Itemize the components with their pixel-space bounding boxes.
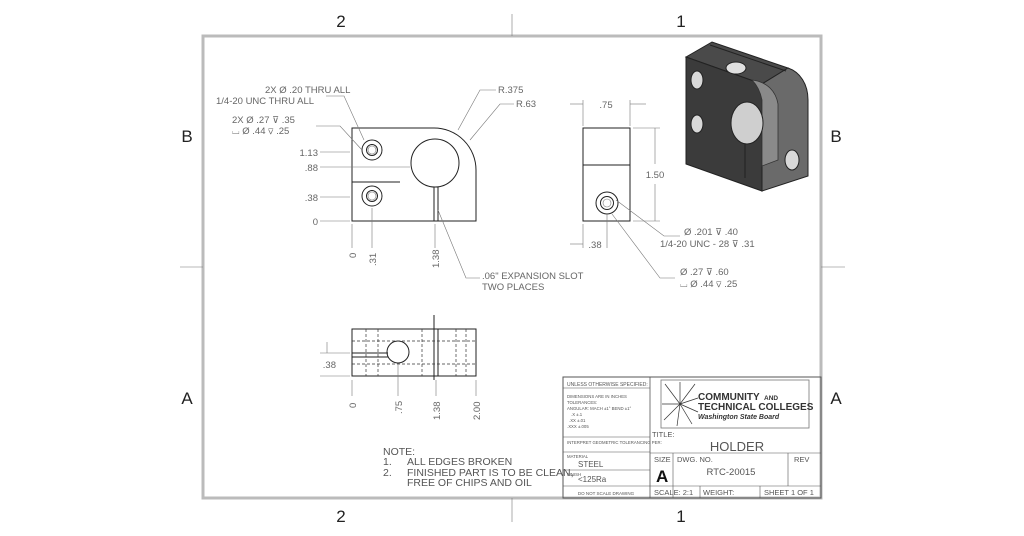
leader-hole-b: [316, 125, 363, 151]
tb-weight: WEIGHT:: [703, 488, 734, 497]
dim-top-h-200: 2.00: [472, 402, 483, 421]
logo-starburst-icon: [662, 382, 699, 427]
note-2a: FINISHED PART IS TO BE CLEAN,: [407, 467, 574, 479]
tb-do-not-scale: DO NOT SCALE DRAWING: [578, 491, 635, 496]
title-block: [562, 376, 822, 499]
dim-front-h-31: .31: [368, 253, 379, 266]
note-r63: R.63: [516, 99, 536, 110]
zone-col-2-top: 2: [336, 12, 345, 31]
dim-top-h-0: 0: [348, 403, 359, 408]
notes-heading: NOTE:: [383, 446, 415, 458]
tb-tol: TOLERANCES:: [567, 400, 597, 405]
zone-row-b-right: B: [830, 127, 841, 146]
tb-interpret: INTERPRET GEOMETRIC TOLERANCING PER:: [567, 440, 662, 445]
dim-side-height: 1.50: [646, 170, 665, 181]
dim-top-h-138: 1.38: [432, 402, 443, 421]
note-hole-b-1: 2X Ø .27 ⊽ .35: [232, 115, 295, 126]
dim-side-x: .38: [588, 240, 601, 251]
logo-frame: [660, 379, 810, 429]
note-hole-b-2: ⌴ Ø .44 ⊽ .25: [232, 126, 289, 137]
logo-and: AND: [764, 395, 778, 402]
logo-line2: TECHNICAL COLLEGES: [698, 402, 814, 413]
front-hole-lower: [361, 185, 383, 207]
zone-col-1-top: 1: [676, 12, 685, 31]
top-hole: [386, 340, 410, 364]
tb-size: A: [656, 467, 668, 486]
tb-angular: ANGULAR: MACH ±1° BEND ±1°: [567, 406, 632, 411]
dim-front-v-113: 1.13: [300, 148, 319, 159]
side-view-outline: [582, 127, 631, 222]
tb-finish-label: FINISH: [567, 472, 581, 477]
tb-material-label: MATERIAL: [567, 454, 589, 459]
side-view: [570, 100, 680, 279]
tb-dims-in: DIMENSIONS ARE IN INCHES: [567, 394, 627, 399]
tb-tol-xxx: .XXX ±.005: [567, 424, 589, 429]
note-side-hole-1: Ø .201 ⊽ .40: [684, 227, 738, 238]
note-side-cb-1: Ø .27 ⊽ .60: [680, 267, 729, 278]
note-slot-2: TWO PLACES: [482, 282, 544, 293]
tb-dwg-label: DWG. NO.: [677, 455, 713, 464]
tb-title: HOLDER: [710, 439, 764, 454]
dim-side-width: .75: [599, 100, 612, 111]
zone-col-1-bottom: 1: [676, 507, 685, 526]
note-slot-1: .06" EXPANSION SLOT: [482, 271, 584, 282]
leader-r375: [457, 89, 496, 131]
logo-line3: Washington State Board: [698, 414, 780, 421]
note-side-hole-2: 1/4-20 UNC - 28 ⊽ .31: [660, 239, 755, 250]
front-view: [316, 89, 514, 279]
tb-material: STEEL: [578, 460, 604, 469]
note-r375: R.375: [498, 85, 523, 96]
tb-sheet: SHEET 1 OF 1: [764, 488, 814, 497]
leader-side-hole: [615, 199, 680, 237]
leader-slot: [437, 209, 480, 279]
zone-row-a-left: A: [181, 389, 193, 408]
isometric-view: [684, 41, 809, 192]
note-hole-a-2: 1/4-20 UNC THRU ALL: [216, 96, 314, 107]
tb-size-label: SIZE: [654, 455, 671, 464]
zone-row-b-left: B: [181, 127, 192, 146]
dim-top-h-75: .75: [394, 401, 405, 414]
tb-finish: <125Ra: [578, 475, 607, 484]
leader-hole-a: [326, 95, 365, 141]
top-view: [320, 315, 477, 396]
zone-row-a-right: A: [830, 389, 842, 408]
front-hole-upper: [361, 139, 383, 161]
dim-front-v-38: .38: [305, 193, 318, 204]
note-2b: FREE OF CHIPS AND OIL: [407, 477, 532, 489]
dim-front-v-88: .88: [305, 163, 318, 174]
dim-top-v-38: .38: [323, 360, 336, 371]
note-1-number: 1.: [383, 456, 392, 468]
iso-bore: [730, 101, 764, 145]
tb-scale: SCALE: 2:1: [654, 488, 693, 497]
leader-r63: [469, 103, 514, 141]
dim-front-h-0: 0: [348, 253, 359, 258]
dim-front-h-138: 1.38: [431, 250, 442, 269]
leader-side-cb: [611, 213, 675, 279]
note-2-number: 2.: [383, 467, 392, 479]
tb-dwg: RTC-20015: [707, 467, 756, 478]
front-bore: [410, 138, 460, 188]
note-1: ALL EDGES BROKEN: [407, 456, 512, 468]
tb-rev-label: REV: [794, 455, 809, 464]
dim-front-v-0: 0: [313, 217, 318, 228]
logo-line1: COMMUNITY: [698, 392, 760, 403]
note-hole-a-1: 2X Ø .20 THRU ALL: [265, 85, 350, 96]
tb-tol-x: .X ±.1: [571, 412, 583, 417]
side-hole: [595, 191, 619, 215]
tb-unless: UNLESS OTHERWISE SPECIFIED:: [567, 382, 648, 388]
tb-title-label: TITLE:: [652, 430, 675, 439]
front-view-outline: [351, 127, 477, 222]
zone-col-2-bottom: 2: [336, 507, 345, 526]
note-side-cb-2: ⌴ Ø .44 ⊽ .25: [680, 279, 737, 290]
tb-tol-xx: .XX ±.01: [569, 418, 586, 423]
